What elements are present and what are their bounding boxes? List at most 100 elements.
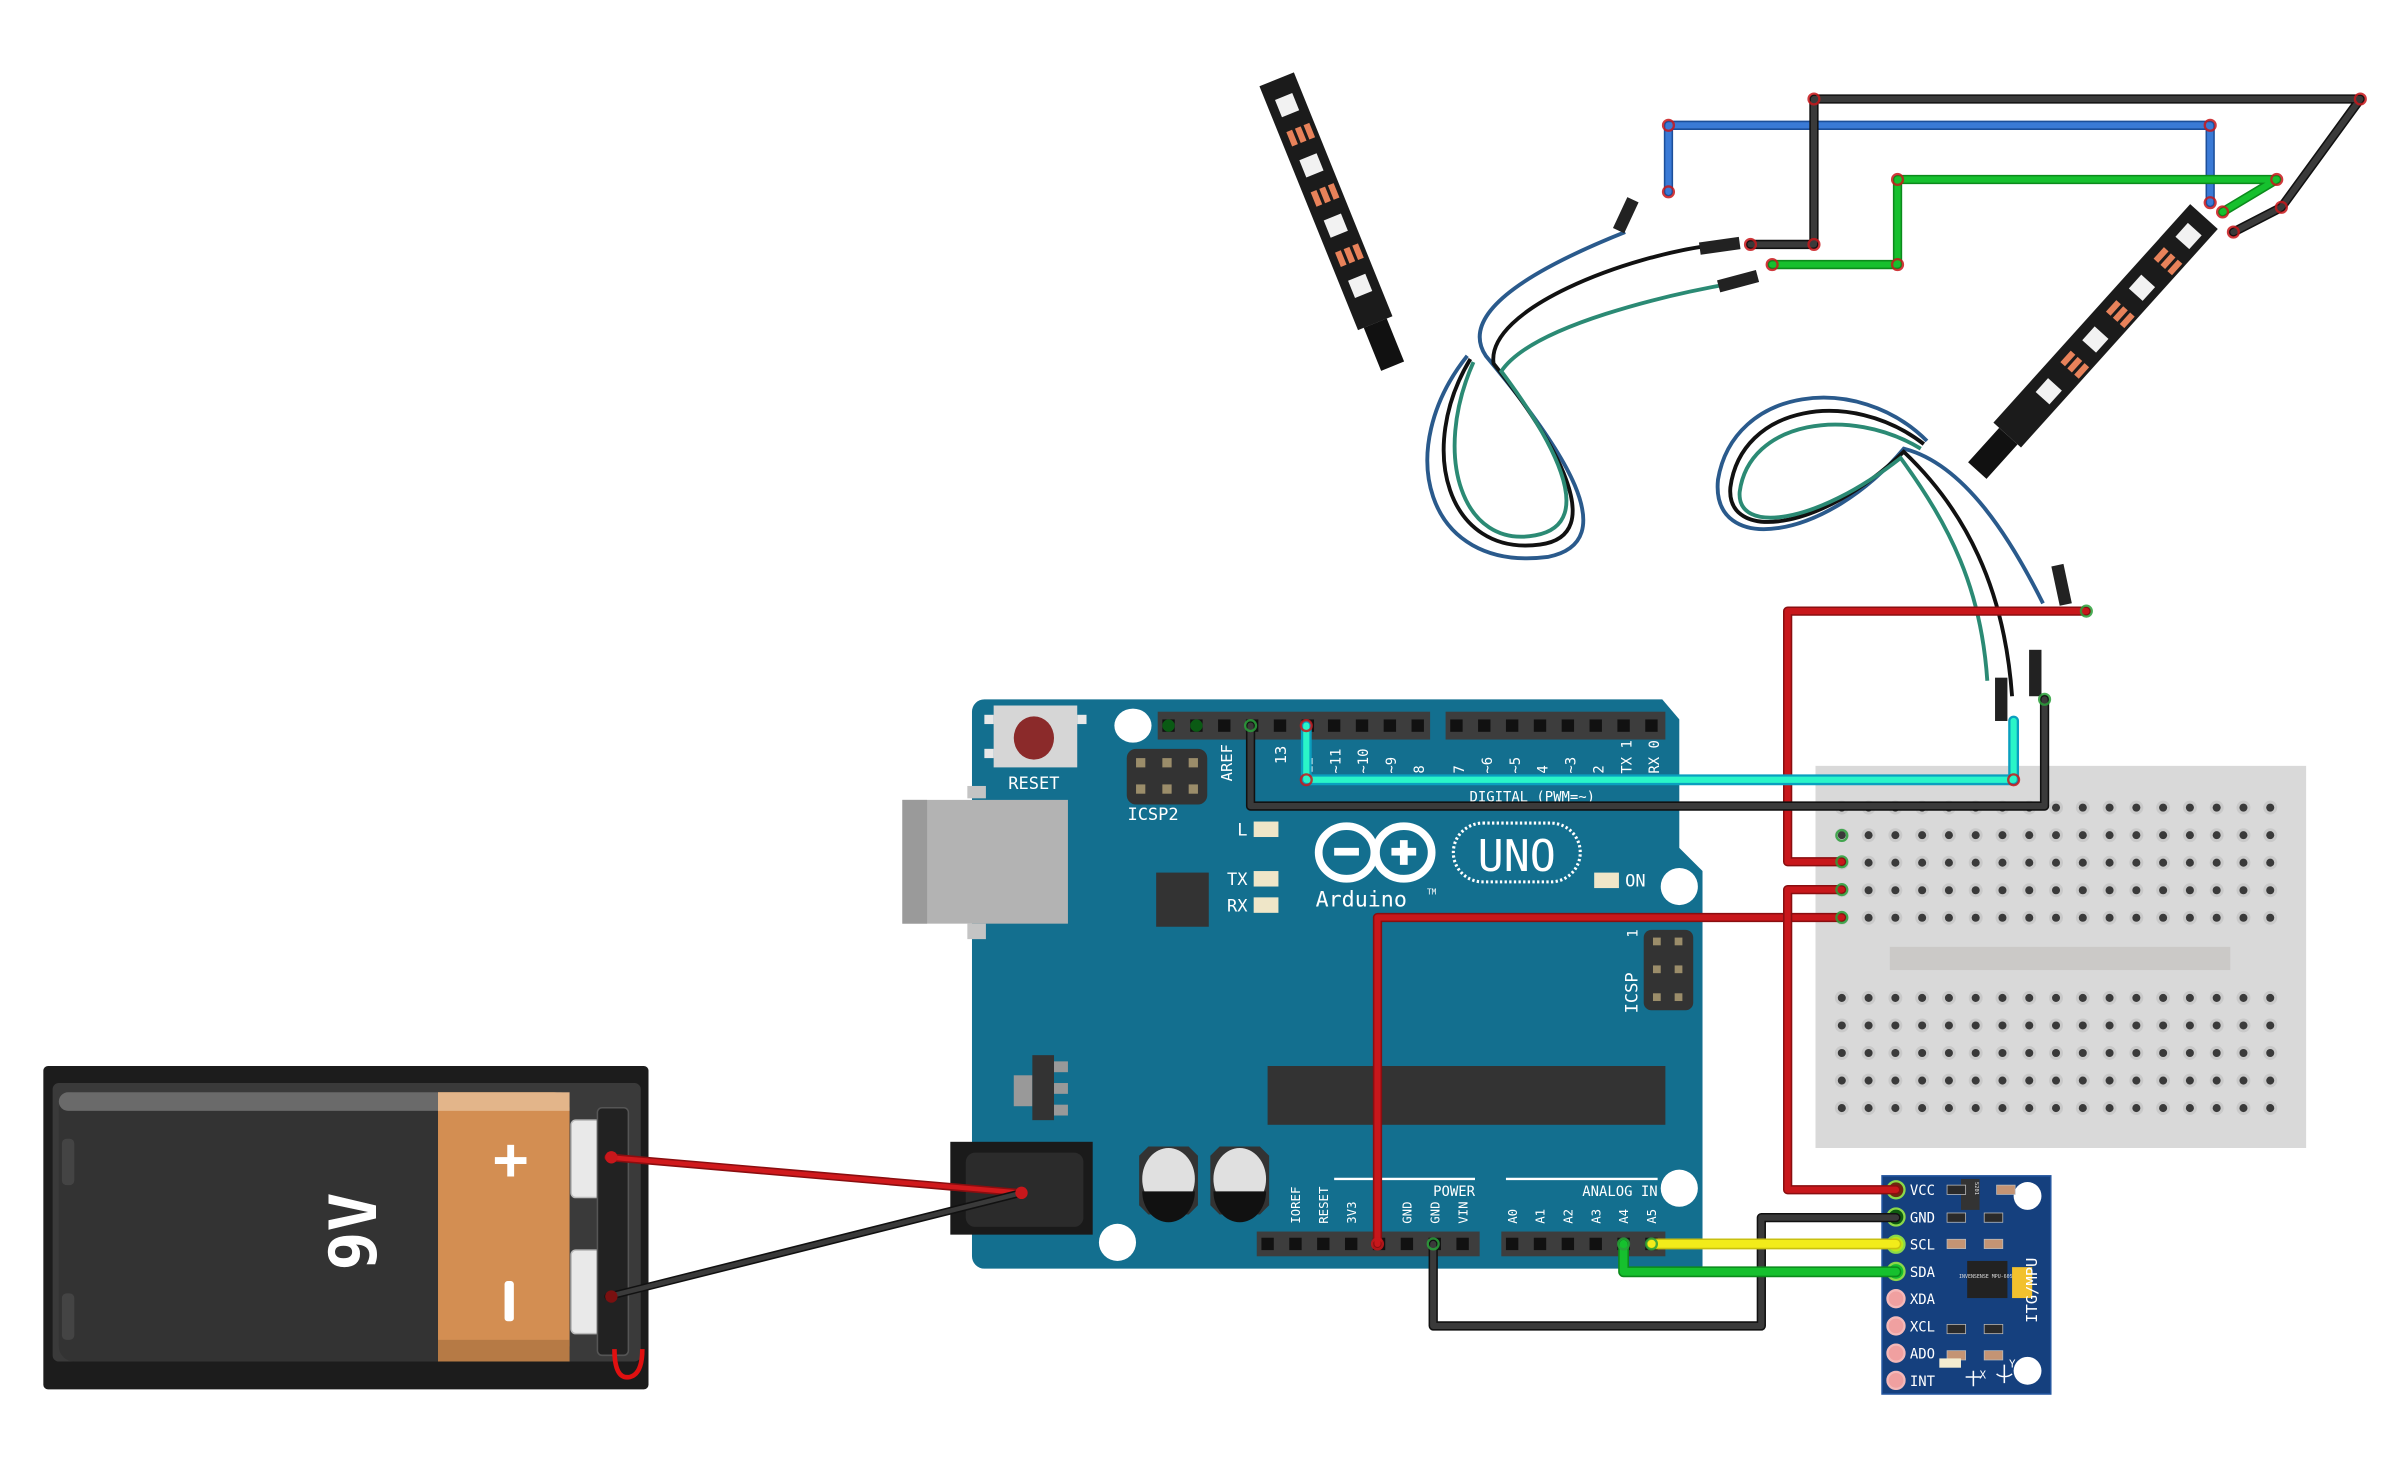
wire-endpoint[interactable] — [1617, 1237, 1631, 1251]
breadboard-hole[interactable] — [2266, 803, 2275, 812]
breadboard-hole[interactable] — [1998, 913, 2007, 922]
breadboard-hole[interactable] — [1864, 993, 1873, 1002]
breadboard-hole[interactable] — [1891, 1076, 1900, 1085]
breadboard-hole[interactable] — [1918, 858, 1927, 867]
wire-endpoint[interactable] — [1835, 828, 1849, 843]
breadboard-hole[interactable] — [2051, 858, 2061, 867]
breadboard-hole[interactable] — [2078, 913, 2087, 922]
breadboard-hole[interactable] — [2266, 913, 2275, 922]
breadboard-hole[interactable] — [1918, 1021, 1927, 1030]
digital-pin-hole[interactable] — [1617, 719, 1630, 732]
breadboard-hole[interactable] — [2078, 993, 2087, 1002]
breadboard-hole[interactable] — [2266, 1104, 2275, 1113]
breadboard-hole[interactable] — [2266, 1076, 2275, 1085]
breadboard-hole[interactable] — [2132, 1021, 2141, 1030]
breadboard-hole[interactable] — [1971, 913, 1980, 922]
breadboard-hole[interactable] — [1944, 913, 1953, 922]
wire-endpoint[interactable] — [1661, 118, 1676, 132]
breadboard-hole[interactable] — [1998, 831, 2007, 840]
wire-endpoint[interactable] — [1807, 237, 1821, 252]
breadboard-hole[interactable] — [2185, 1076, 2194, 1085]
breadboard-hole[interactable] — [1971, 886, 1980, 895]
breadboard-hole[interactable] — [1971, 1076, 1980, 1085]
dc-jack[interactable] — [950, 1141, 1093, 1235]
led-strip-2[interactable] — [1715, 204, 2218, 721]
breadboard-hole[interactable] — [1891, 886, 1900, 895]
breadboard-hole[interactable] — [2239, 831, 2248, 840]
breadboard-hole[interactable] — [2025, 993, 2034, 1002]
header-pin-hole[interactable] — [1505, 1237, 1519, 1251]
breadboard-hole[interactable] — [2025, 1021, 2034, 1030]
breadboard-hole[interactable] — [1864, 1021, 1873, 1030]
breadboard-hole[interactable] — [2078, 858, 2087, 867]
breadboard[interactable] — [1815, 765, 2307, 1148]
breadboard-hole[interactable] — [2078, 1021, 2087, 1030]
breadboard-hole[interactable] — [2132, 993, 2141, 1002]
breadboard-hole[interactable] — [2025, 1076, 2034, 1085]
breadboard-hole[interactable] — [2185, 831, 2194, 840]
breadboard-hole[interactable] — [2239, 803, 2248, 812]
breadboard-hole[interactable] — [2132, 913, 2141, 922]
breadboard-hole[interactable] — [2212, 803, 2221, 812]
breadboard-hole[interactable] — [2159, 803, 2168, 812]
breadboard-hole[interactable] — [1864, 1104, 1873, 1113]
breadboard-hole[interactable] — [1891, 993, 1900, 1002]
breadboard-hole[interactable] — [2266, 886, 2275, 895]
digital-pin-hole[interactable] — [1327, 719, 1341, 732]
breadboard-hole[interactable] — [2025, 913, 2034, 922]
breadboard-hole[interactable] — [1998, 858, 2007, 867]
breadboard-hole[interactable] — [2159, 831, 2168, 840]
breadboard-hole[interactable] — [2105, 1104, 2114, 1113]
breadboard-hole[interactable] — [2051, 886, 2061, 895]
wire-endpoint[interactable] — [2226, 225, 2240, 239]
breadboard-hole[interactable] — [2266, 831, 2275, 840]
breadboard-hole[interactable] — [1837, 1048, 1846, 1058]
breadboard-hole[interactable] — [2105, 913, 2114, 922]
wire-endpoint[interactable] — [1890, 172, 1905, 187]
breadboard-hole[interactable] — [2212, 858, 2221, 867]
breadboard-hole[interactable] — [2105, 858, 2114, 867]
breadboard-hole[interactable] — [2051, 913, 2061, 922]
breadboard-hole[interactable] — [2266, 1048, 2275, 1058]
wire-endpoint[interactable] — [2274, 200, 2288, 214]
breadboard-hole[interactable] — [1864, 858, 1873, 867]
breadboard-hole[interactable] — [2105, 1048, 2114, 1058]
breadboard-hole[interactable] — [2105, 803, 2114, 812]
breadboard-hole[interactable] — [1837, 1104, 1846, 1113]
breadboard-hole[interactable] — [2132, 1104, 2141, 1113]
breadboard-hole[interactable] — [1998, 1048, 2007, 1058]
breadboard-hole[interactable] — [1918, 913, 1927, 922]
breadboard-hole[interactable] — [2212, 1076, 2221, 1085]
wire-endpoint[interactable] — [2007, 773, 2021, 787]
breadboard-hole[interactable] — [1998, 993, 2007, 1002]
breadboard-hole[interactable] — [1944, 1048, 1953, 1058]
breadboard-hole[interactable] — [1944, 858, 1953, 867]
breadboard-hole[interactable] — [2105, 1021, 2114, 1030]
breadboard-hole[interactable] — [1918, 886, 1927, 895]
breadboard-hole[interactable] — [2051, 993, 2061, 1002]
breadboard-hole[interactable] — [2212, 1104, 2221, 1113]
breadboard-hole[interactable] — [2105, 1076, 2114, 1085]
breadboard-hole[interactable] — [2159, 1048, 2168, 1058]
breadboard-hole[interactable] — [1944, 886, 1953, 895]
wire-endpoint[interactable] — [1890, 257, 1905, 272]
digital-pin-hole[interactable] — [1273, 719, 1287, 732]
header-pin-hole[interactable] — [1317, 1237, 1330, 1251]
wire-endpoint[interactable] — [2203, 118, 2217, 132]
breadboard-hole[interactable] — [2105, 886, 2114, 895]
breadboard-hole[interactable] — [2212, 831, 2221, 840]
breadboard-hole[interactable] — [1837, 831, 1846, 840]
breadboard-hole[interactable] — [2078, 1048, 2087, 1058]
digital-pin-hole[interactable] — [1383, 719, 1397, 732]
breadboard-hole[interactable] — [2185, 1048, 2194, 1058]
wire-endpoint[interactable] — [1426, 1237, 1440, 1251]
breadboard-hole[interactable] — [1944, 1104, 1953, 1113]
breadboard-hole[interactable] — [2239, 1021, 2248, 1030]
breadboard-hole[interactable] — [2078, 831, 2087, 840]
wire-endpoint[interactable] — [1661, 185, 1676, 199]
breadboard-hole[interactable] — [2159, 858, 2168, 867]
breadboard-hole[interactable] — [2159, 1076, 2168, 1085]
breadboard-hole[interactable] — [2132, 886, 2141, 895]
battery-9v[interactable]: 9V + — [43, 1066, 649, 1390]
